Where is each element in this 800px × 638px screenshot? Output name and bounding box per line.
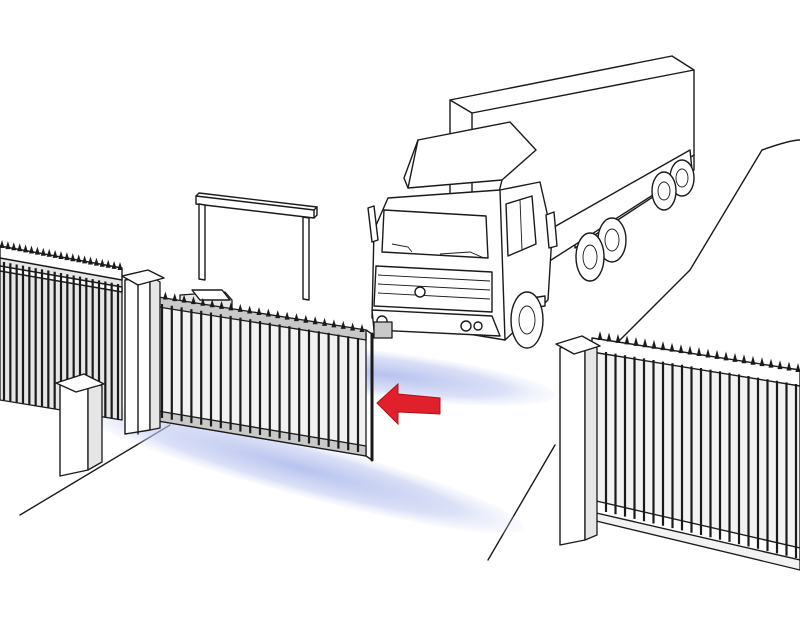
- fence-spike: [93, 257, 99, 266]
- fence-spike: [76, 254, 82, 263]
- fence-spike: [70, 253, 76, 262]
- fence-spike: [40, 247, 46, 256]
- fence-spike: [105, 259, 111, 268]
- fence-spike: [11, 242, 17, 251]
- fence-spike: [615, 333, 621, 343]
- gate-spike: [219, 300, 225, 309]
- gate-spike: [256, 307, 262, 315]
- gate-spike: [247, 305, 253, 314]
- fence-spike: [117, 262, 123, 270]
- gate-spike: [228, 302, 234, 311]
- sign-board: [195, 192, 318, 301]
- fence-spike: [606, 332, 612, 342]
- fence-spike: [705, 348, 711, 358]
- fence-spike: [723, 351, 729, 361]
- gate-spike: [237, 303, 243, 312]
- fence-spike: [714, 349, 720, 359]
- gate-spike: [284, 311, 290, 320]
- truck: [367, 55, 695, 349]
- gate-spike: [209, 299, 215, 308]
- fence-spike: [64, 252, 70, 261]
- fence-spike: [795, 363, 800, 372]
- fence-spike: [624, 335, 630, 345]
- gate-spike: [303, 314, 309, 323]
- gate-spike: [322, 317, 328, 326]
- right-fixed-fence: [555, 331, 800, 571]
- fence-spike: [5, 241, 11, 250]
- fence-spike: [786, 361, 792, 371]
- fence-spike: [82, 255, 88, 264]
- fence-spike: [23, 244, 29, 253]
- fence-spike: [678, 344, 684, 354]
- fence-spike: [52, 249, 58, 258]
- gate-spike: [162, 291, 168, 300]
- truck-front-wheels: [373, 291, 544, 349]
- gate-spike: [172, 293, 178, 302]
- fence-spike: [0, 240, 5, 248]
- fence-spike: [633, 336, 639, 346]
- fence-spike: [99, 258, 105, 267]
- fence-spike: [17, 243, 23, 252]
- fence-spike: [111, 260, 117, 269]
- gate-spike: [331, 319, 337, 328]
- fence-spike: [750, 355, 756, 365]
- fence-spike: [759, 357, 765, 367]
- fence-spike: [642, 338, 648, 348]
- gate-spike: [293, 313, 299, 322]
- truck-rear-wheels: [575, 159, 695, 282]
- fence-spike: [34, 246, 40, 255]
- gate-spike: [265, 308, 271, 317]
- gate-post: [121, 269, 165, 435]
- fence-spike: [58, 251, 64, 259]
- fence-spike: [29, 245, 34, 254]
- fence-spike: [669, 342, 675, 352]
- gate-spike: [200, 297, 206, 306]
- fence-spike: [687, 345, 693, 355]
- gate-spike: [312, 316, 318, 325]
- truck-cab: [367, 121, 558, 341]
- gate-spike: [340, 320, 346, 329]
- photocell-bollard: [55, 373, 105, 477]
- gate-spike: [181, 294, 187, 303]
- fence-spike: [768, 358, 774, 368]
- gate-spike: [190, 296, 196, 305]
- sliding-gate: [151, 289, 374, 462]
- fence-spike: [696, 347, 702, 356]
- fence-spike: [46, 248, 52, 257]
- fence-spike: [597, 331, 603, 340]
- fence-spike: [732, 352, 738, 362]
- truck-grille: [373, 265, 493, 313]
- fence-spike: [741, 354, 747, 364]
- fence-spike: [88, 256, 93, 265]
- gate-spike: [275, 310, 281, 319]
- gate-spike: [359, 324, 365, 332]
- fence-spike: [660, 341, 666, 351]
- fence-spike: [777, 360, 783, 370]
- fence-spike: [651, 339, 657, 349]
- gate-spike: [350, 322, 356, 331]
- closing-arrow-icon: [376, 382, 441, 426]
